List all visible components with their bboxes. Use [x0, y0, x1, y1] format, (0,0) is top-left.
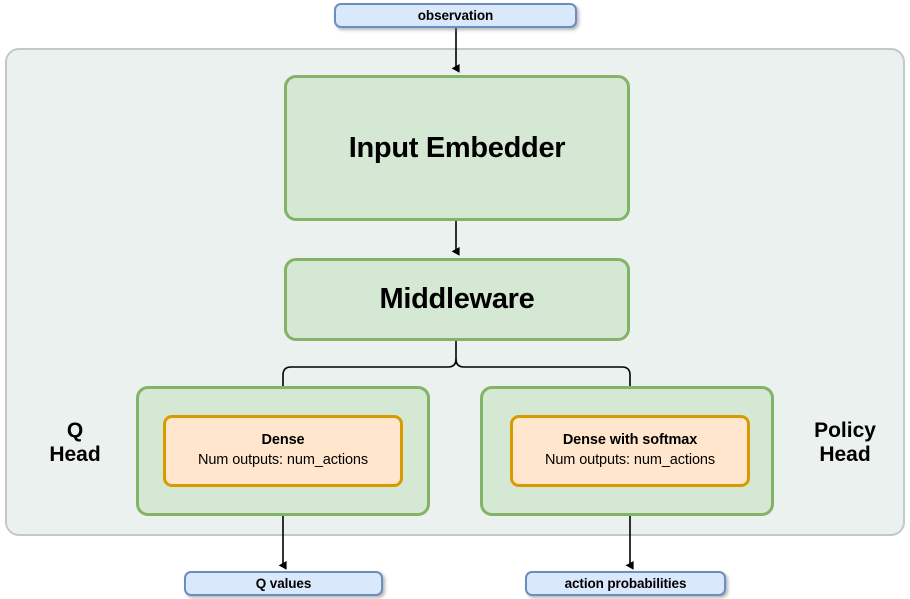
dense-box-q-head-title: Dense: [261, 432, 305, 449]
dense-box-policy-head-title: Dense with softmax: [562, 432, 698, 449]
io-box-q-values[interactable]: Q values: [184, 571, 383, 596]
io-box-q-values-label: Q values: [255, 576, 312, 591]
head-label-policy: Policy Head: [814, 419, 876, 466]
head-label-q: Q Head: [49, 419, 101, 466]
io-box-observation-label: observation: [417, 8, 494, 23]
io-box-observation[interactable]: observation: [334, 3, 577, 28]
block-input-embedder-label: Input Embedder: [348, 131, 566, 164]
dense-box-policy-head-subtitle: Num outputs: num_actions: [544, 452, 716, 468]
block-input-embedder[interactable]: Input Embedder: [284, 75, 630, 221]
block-middleware[interactable]: Middleware: [284, 258, 630, 341]
dense-box-q-head[interactable]: Dense Num outputs: num_actions: [163, 415, 403, 487]
dense-box-policy-head[interactable]: Dense with softmax Num outputs: num_acti…: [510, 415, 750, 487]
block-middleware-label: Middleware: [379, 283, 535, 315]
io-box-action-probabilities-label: action probabilities: [564, 576, 687, 591]
io-box-action-probabilities[interactable]: action probabilities: [525, 571, 726, 596]
dense-box-q-head-subtitle: Num outputs: num_actions: [197, 452, 369, 468]
